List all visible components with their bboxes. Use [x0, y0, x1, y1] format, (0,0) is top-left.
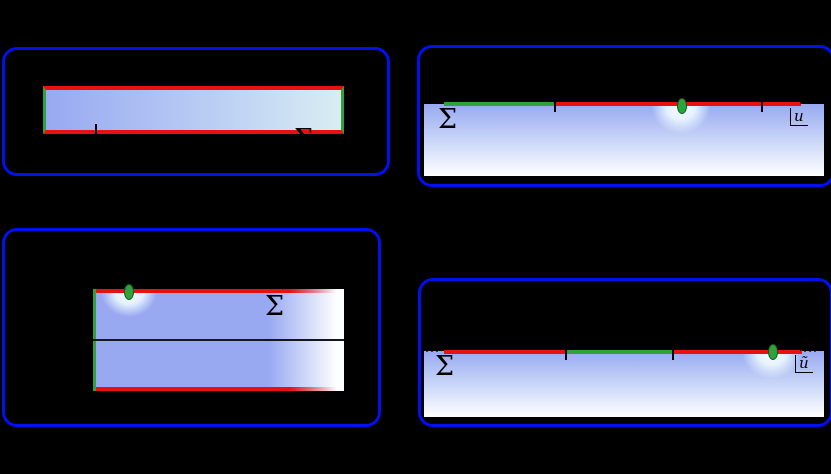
torn-edge-icon [422, 99, 443, 104]
panel-top-right: Σ u [417, 45, 831, 187]
panel-bottom-left: Σ [2, 228, 381, 427]
strip-domain: Σ [93, 284, 344, 391]
sigma-label: Σ [294, 124, 314, 155]
halfplane-fluid [424, 351, 824, 417]
red-boundary-segment [93, 289, 344, 293]
red-boundary-segment [444, 350, 565, 354]
velocity-label: u [790, 108, 808, 126]
torn-edge-icon [800, 347, 821, 352]
boundary-tick [672, 347, 674, 360]
green-point-marker [124, 284, 134, 300]
red-boundary-segment [93, 387, 344, 391]
sigma-label: Σ [265, 291, 285, 322]
velocity-label: ũ [795, 355, 813, 373]
boundary-tick [95, 124, 97, 137]
sigma-label: Σ [438, 104, 458, 135]
green-boundary-segment [444, 102, 555, 106]
panel-top-left: Σ [2, 47, 390, 176]
boundary-tick [565, 347, 567, 360]
torn-edge-icon [800, 99, 821, 104]
red-boundary-segment [672, 350, 802, 354]
torn-edge-icon [422, 347, 443, 352]
strip-domain: Σ [43, 86, 344, 153]
sigma-label: Σ [435, 351, 455, 382]
panel-bottom-right: Σ ũ [418, 278, 831, 427]
halfplane-fluid [424, 104, 824, 176]
mirror-line [93, 339, 344, 341]
green-point-marker [768, 344, 778, 360]
green-point-marker [677, 98, 687, 114]
boundary-tick [761, 99, 763, 112]
boundary-tick [554, 99, 556, 112]
green-boundary-segment [565, 350, 672, 354]
